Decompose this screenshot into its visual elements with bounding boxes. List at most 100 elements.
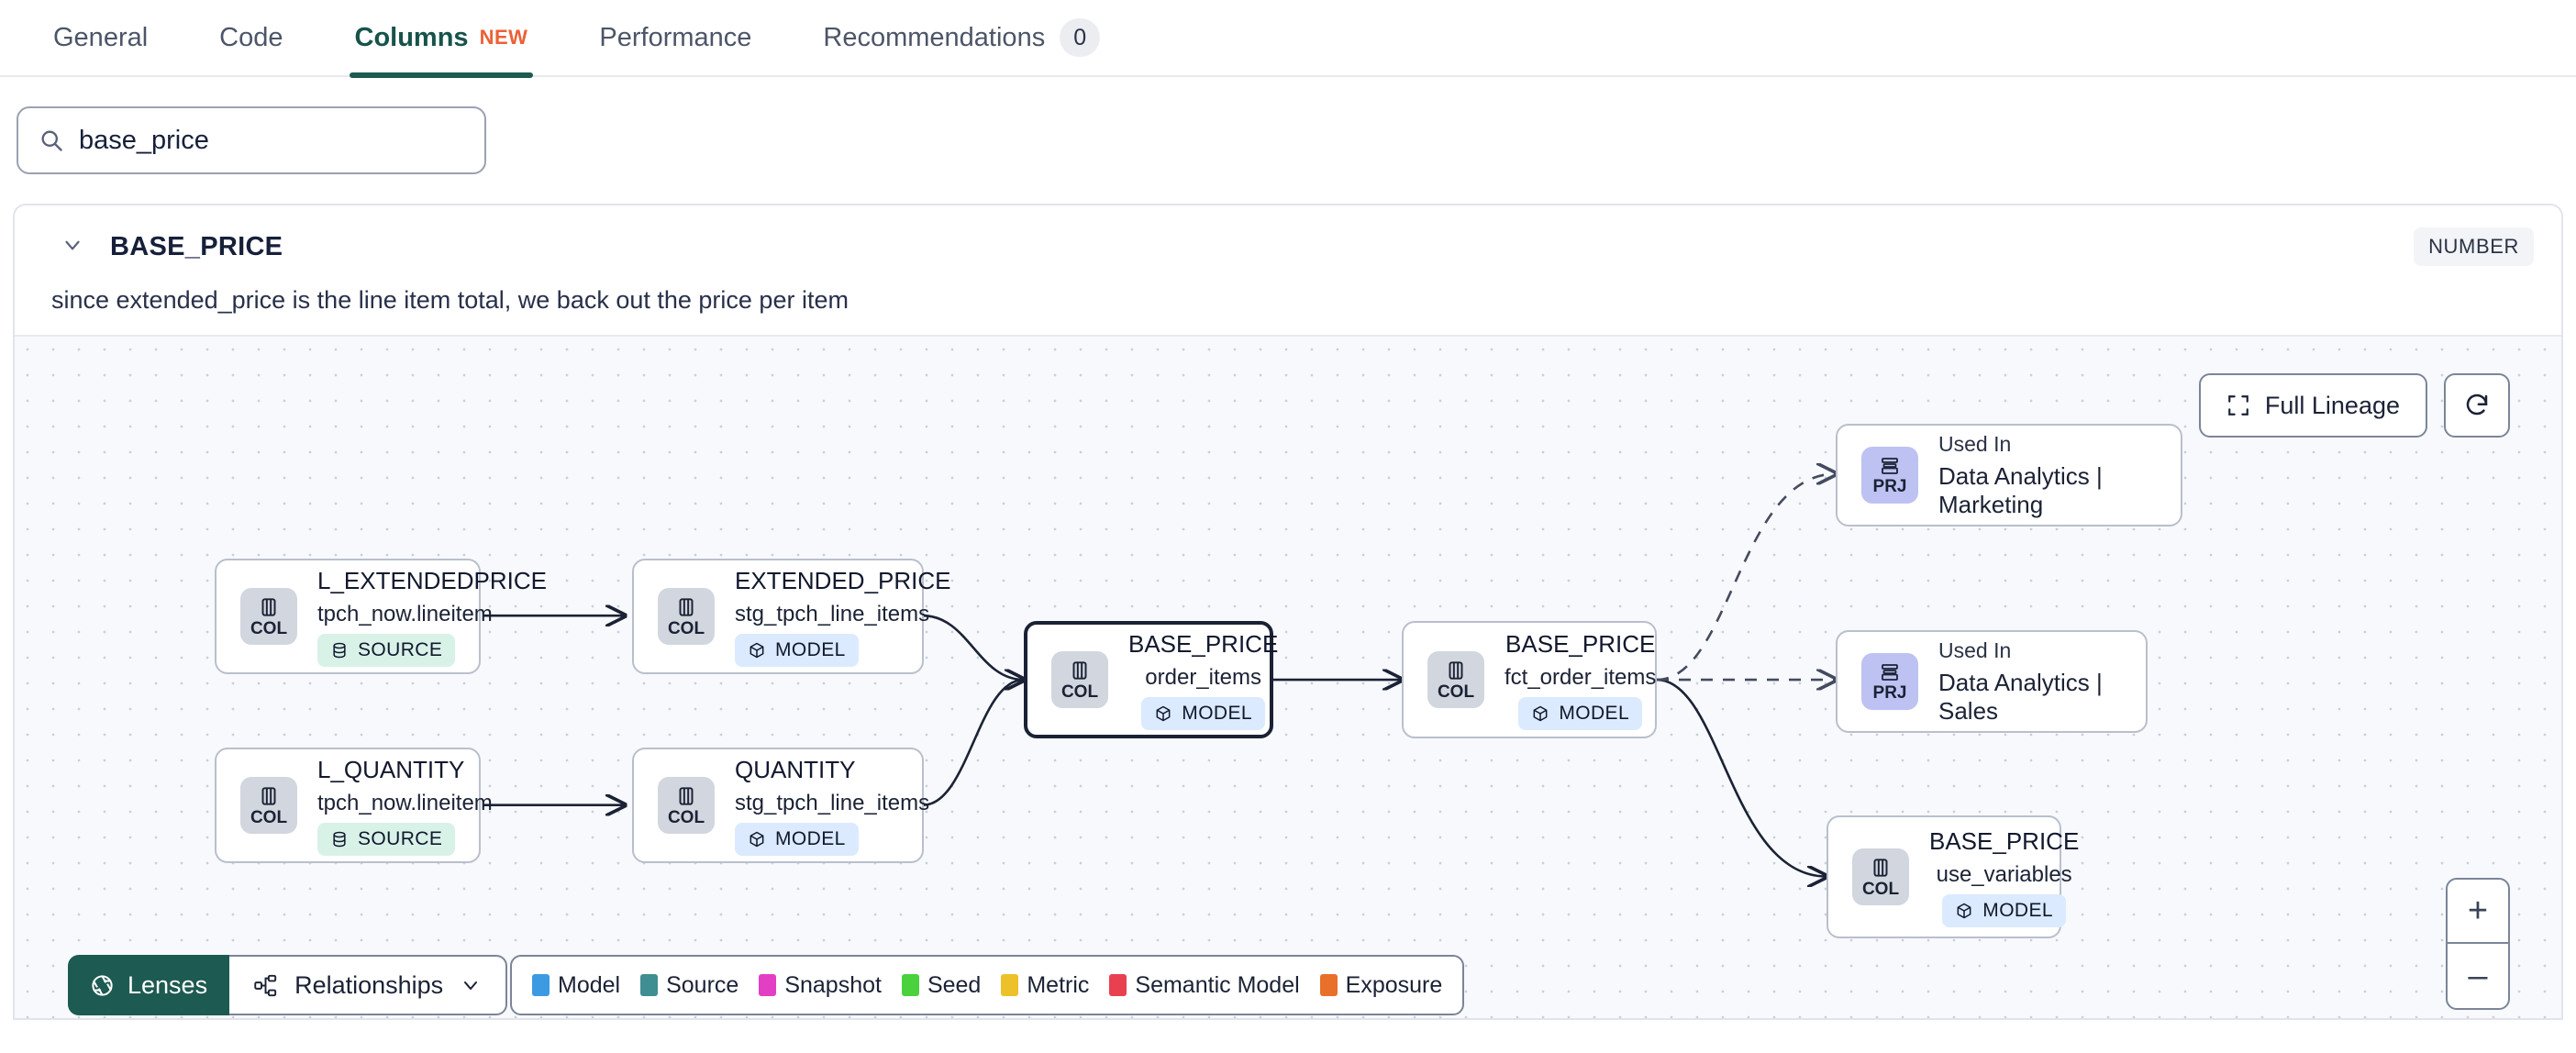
- column-glyph-icon: COL: [1427, 651, 1484, 708]
- relationships-label: Relationships: [294, 970, 444, 999]
- node-title: Used In: [1938, 637, 2012, 662]
- search-icon: [39, 127, 64, 153]
- column-glyph-icon: COL: [240, 777, 297, 834]
- glyph-label: COL: [250, 619, 288, 638]
- node-type-label: MODEL: [1982, 899, 2053, 921]
- expand-icon: [2226, 393, 2250, 417]
- cube-icon: [1154, 704, 1172, 723]
- column-type-badge: NUMBER: [2414, 227, 2534, 266]
- refresh-icon: [2463, 392, 2491, 419]
- legend-label: Semantic Model: [1135, 971, 1300, 998]
- node-body: L_EXTENDEDPRICE tpch_now.lineitem SOURCE: [317, 567, 547, 667]
- zoom-out-button[interactable]: –: [2468, 956, 2488, 995]
- legend-label: Source: [666, 971, 739, 998]
- node-subtitle: Data Analytics | Marketing: [1938, 461, 2103, 518]
- legend-item-model: Model: [532, 972, 620, 999]
- node-type-label: MODEL: [775, 827, 846, 849]
- node-body: EXTENDED_PRICE stg_tpch_line_items MODEL: [735, 567, 951, 667]
- lineage-node-quantity[interactable]: COL QUANTITY stg_tpch_line_items MODEL: [632, 748, 929, 863]
- legend-swatch: [901, 974, 919, 996]
- legend-label: Snapshot: [784, 971, 882, 998]
- lineage-edges: [483, 337, 2561, 1020]
- node-title: BASE_PRICE: [1505, 629, 1656, 658]
- legend-label: Exposure: [1345, 971, 1443, 998]
- lineage-legend: Model Source Snapshot Seed Metric Semant…: [510, 955, 1465, 1015]
- lineage-bottom-controls: Lenses Relationships: [68, 955, 508, 1015]
- lineage-node-base-price-use-variables[interactable]: COL BASE_PRICE use_variables MODEL: [1827, 815, 2079, 938]
- legend-swatch: [1109, 974, 1127, 996]
- node-body: BASE_PRICE use_variables MODEL: [1929, 827, 2079, 927]
- column-glyph-icon: COL: [658, 777, 715, 834]
- legend-item-seed: Seed: [901, 971, 982, 999]
- column-glyph-icon: COL: [1051, 651, 1108, 708]
- recommendations-count-badge: 0: [1060, 18, 1101, 57]
- glyph-label: COL: [667, 619, 705, 638]
- legend-swatch: [1319, 974, 1338, 996]
- tab-general[interactable]: General: [53, 0, 148, 76]
- lineage-node-extended-price[interactable]: COL EXTENDED_PRICE stg_tpch_line_items M…: [632, 559, 951, 674]
- legend-swatch: [1001, 974, 1019, 996]
- glyph-label: COL: [1060, 682, 1099, 702]
- glyph-label: COL: [1437, 682, 1475, 702]
- cube-icon: [748, 830, 766, 848]
- node-title: BASE_PRICE: [1929, 826, 2080, 855]
- column-glyph-icon: COL: [1852, 848, 1909, 905]
- lenses-label: Lenses: [128, 970, 208, 999]
- legend-label: Metric: [1027, 971, 1090, 998]
- legend-label: Model: [558, 971, 621, 998]
- tab-columns[interactable]: Columns NEW: [349, 0, 534, 78]
- node-title: L_EXTENDEDPRICE: [317, 566, 547, 594]
- lineage-node-l-quantity[interactable]: COL L_QUANTITY tpch_now.lineitem SOURCE: [215, 748, 493, 863]
- lineage-node-project-sales[interactable]: PRJ Used In Data Analytics | Sales: [1836, 630, 2148, 733]
- refresh-button[interactable]: [2444, 373, 2510, 438]
- lineage-node-base-price-fct-order-items[interactable]: COL BASE_PRICE fct_order_items MODEL: [1402, 621, 1657, 738]
- column-card: BASE_PRICE NUMBER since extended_price i…: [13, 204, 2563, 1020]
- search-area: [0, 77, 2576, 174]
- search-box[interactable]: [17, 106, 486, 174]
- full-lineage-label: Full Lineage: [2264, 391, 2400, 419]
- zoom-controls: + –: [2446, 878, 2510, 1010]
- node-subtitle: order_items: [1145, 664, 1261, 690]
- node-title: L_QUANTITY: [317, 755, 465, 783]
- node-type-badge: MODEL: [1942, 893, 2066, 927]
- tab-general-label: General: [53, 22, 149, 52]
- tab-recommendations[interactable]: Recommendations 0: [823, 0, 1101, 76]
- node-title: EXTENDED_PRICE: [735, 566, 951, 594]
- relationships-button[interactable]: Relationships: [229, 955, 508, 1015]
- glyph-label: PRJ: [1872, 477, 1907, 496]
- lineage-node-project-marketing[interactable]: PRJ Used In Data Analytics | Marketing: [1836, 424, 2182, 526]
- node-type-badge: SOURCE: [317, 633, 456, 667]
- glyph-label: PRJ: [1872, 683, 1907, 703]
- legend-item-source: Source: [640, 972, 738, 999]
- column-description: since extended_price is the line item to…: [51, 286, 849, 314]
- search-input[interactable]: [79, 125, 464, 156]
- lineage-node-base-price-order-items[interactable]: COL BASE_PRICE order_items MODEL: [1024, 621, 1278, 738]
- lineage-canvas[interactable]: COL L_EXTENDEDPRICE tpch_now.lineitem SO…: [15, 335, 2561, 1020]
- legend-swatch: [640, 974, 659, 996]
- node-title: QUANTITY: [735, 755, 856, 783]
- zoom-in-button[interactable]: +: [2448, 880, 2508, 944]
- column-glyph-icon: COL: [658, 588, 715, 645]
- node-type-label: SOURCE: [358, 827, 443, 849]
- column-glyph-icon: COL: [240, 588, 297, 645]
- glyph-label: COL: [1861, 880, 1900, 899]
- legend-item-metric: Metric: [1001, 972, 1089, 999]
- full-lineage-button[interactable]: Full Lineage: [2198, 373, 2427, 438]
- tab-code[interactable]: Code: [219, 0, 283, 76]
- tab-columns-label: Columns: [354, 22, 469, 52]
- cube-icon: [1955, 902, 1973, 920]
- lenses-button[interactable]: Lenses: [68, 955, 230, 1015]
- legend-item-exposure: Exposure: [1319, 971, 1443, 999]
- tab-performance[interactable]: Performance: [599, 0, 751, 76]
- lineage-node-l-extendedprice[interactable]: COL L_EXTENDEDPRICE tpch_now.lineitem SO…: [215, 559, 547, 674]
- lineage-top-controls: Full Lineage: [2198, 373, 2510, 438]
- node-body: L_QUANTITY tpch_now.lineitem SOURCE: [317, 756, 493, 856]
- node-body: Used In Data Analytics | Marketing: [1938, 432, 2157, 519]
- node-body: BASE_PRICE fct_order_items MODEL: [1505, 630, 1656, 730]
- database-icon: [330, 641, 349, 660]
- node-type-label: SOURCE: [358, 638, 443, 660]
- project-glyph-icon: PRJ: [1861, 653, 1918, 710]
- legend-label: Seed: [927, 971, 982, 998]
- new-badge: NEW: [479, 26, 528, 49]
- chevron-down-icon[interactable]: [61, 233, 84, 261]
